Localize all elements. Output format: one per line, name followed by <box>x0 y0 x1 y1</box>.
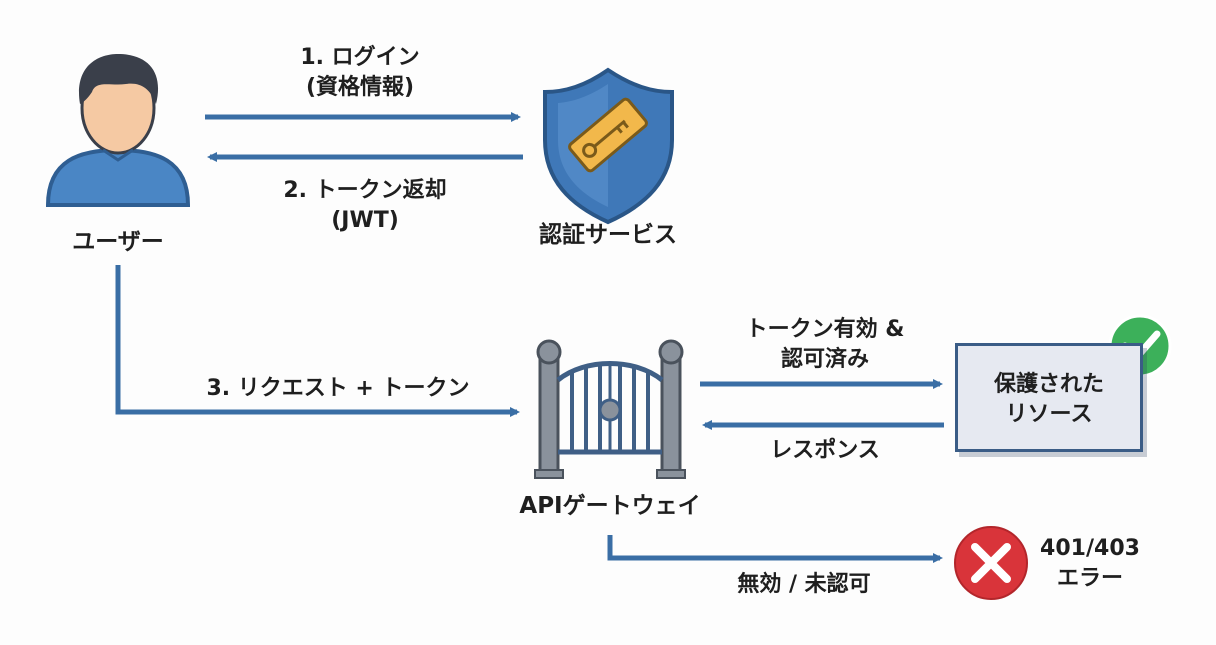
auth-service-label: 認証サービス <box>539 222 677 248</box>
login-step: 1. ログイン <box>300 45 420 70</box>
token-valid-line1: トークン有効 & <box>745 317 905 342</box>
protected-resource-line2: リソース <box>1005 402 1093 427</box>
api-gateway-label: APIゲートウェイ <box>519 493 701 519</box>
token-return-edge-label: 2. トークン返却 (JWT) <box>260 176 470 236</box>
gate-icon <box>534 339 686 479</box>
protected-resource-box: 保護された リソース <box>955 343 1143 452</box>
arrow-request <box>115 265 520 417</box>
user-label: ユーザー <box>72 229 164 255</box>
error-code: 401/403 <box>1040 536 1140 561</box>
token-return-step: 2. トークン返却 <box>283 178 447 203</box>
error-text: エラー <box>1056 566 1123 591</box>
token-valid-line2: 認可済み <box>780 347 869 372</box>
user-icon <box>45 54 191 207</box>
token-valid-edge-label: トークン有効 & 認可済み <box>725 315 925 375</box>
login-detail: (資格情報) <box>305 75 415 100</box>
response-edge-label: レスポンス <box>770 438 880 463</box>
protected-resource-label: 保護された リソース <box>958 370 1140 430</box>
token-return-detail: (JWT) <box>331 208 399 233</box>
x-icon <box>954 526 1028 600</box>
protected-resource-line1: 保護された <box>993 372 1104 397</box>
error-label: 401/403 エラー <box>1035 534 1145 594</box>
request-edge-label: 3. リクエスト + トークン <box>206 376 470 401</box>
shield-key-icon <box>543 67 674 225</box>
invalid-edge-label: 無効 / 未認可 <box>737 572 871 597</box>
login-edge-label: 1. ログイン (資格情報) <box>270 43 450 103</box>
arrow-invalid <box>607 535 943 563</box>
